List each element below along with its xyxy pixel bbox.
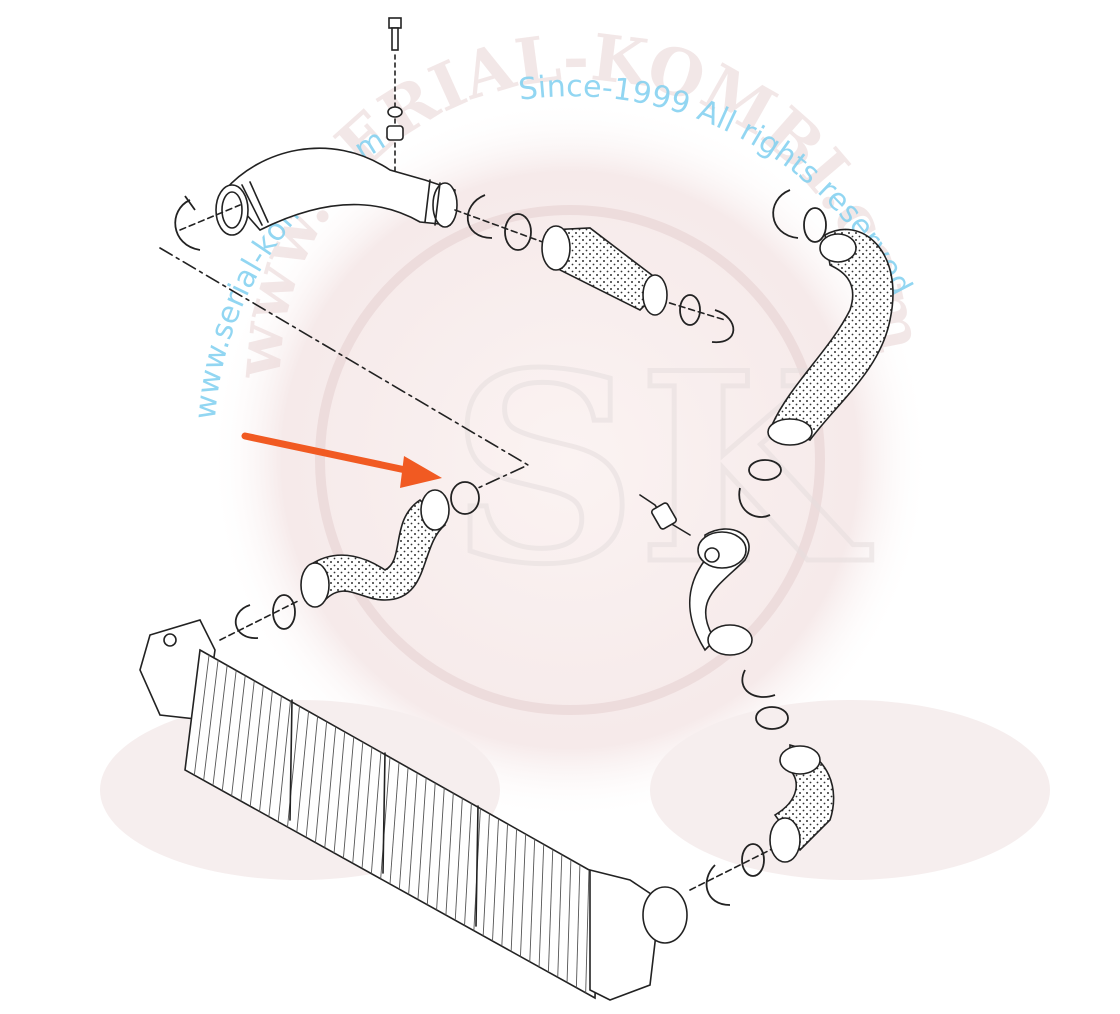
- radiator-fin: [538, 844, 545, 967]
- lower-left-hose: [300, 489, 450, 608]
- bolt-and-washers: [386, 17, 404, 186]
- radiator-fin: [249, 685, 264, 807]
- radiator-fin: [370, 752, 382, 874]
- radiator-fin: [575, 864, 581, 988]
- boost-sensor: [639, 494, 691, 536]
- upper-charge-pipe: [215, 147, 458, 236]
- radiator-fin: [464, 803, 472, 926]
- routing-dashed-line: [159, 247, 529, 489]
- radiator-fin: [333, 731, 346, 853]
- watermark-logo: SK: [450, 317, 873, 622]
- radiator-fin: [380, 757, 391, 879]
- radiator-fin: [436, 788, 445, 910]
- radiator-fin: [352, 742, 364, 864]
- radiator-fin: [510, 828, 518, 952]
- radiator-fin: [268, 695, 282, 817]
- radiator-fin: [259, 690, 273, 812]
- clamps: [174, 189, 827, 906]
- radiator-fin: [426, 782, 436, 905]
- right-lower-pipe: [688, 528, 835, 863]
- radiator-fin: [389, 762, 400, 885]
- radiator-fin: [240, 680, 255, 802]
- radiator-fin: [501, 823, 508, 947]
- radiator-fin: [231, 675, 246, 796]
- radiator-fin: [203, 660, 219, 781]
- radiator-fin: [305, 716, 319, 838]
- radiator-fin: [296, 711, 309, 833]
- radiator-fin: [342, 736, 355, 859]
- radiator-fin: [324, 726, 337, 848]
- radiator-fin: [520, 834, 527, 957]
- right-upper-hose: [767, 228, 894, 446]
- intercooler: [139, 619, 688, 1001]
- radiator-fin: [566, 859, 572, 983]
- radiator-fin: [547, 849, 554, 973]
- radiator-fin: [529, 839, 536, 962]
- radiator-fin: [277, 701, 291, 822]
- radiator-fin: [417, 777, 427, 900]
- radiator-fin: [492, 818, 499, 942]
- radiator-fin: [454, 798, 463, 921]
- radiator-fin: [408, 772, 418, 895]
- radiator-fin: [361, 747, 373, 869]
- radiator-fin: [445, 793, 454, 916]
- radiator-fin: [585, 869, 590, 993]
- radiator-fin: [212, 665, 228, 786]
- radiator-fin: [482, 813, 490, 936]
- radiator-fin: [398, 767, 409, 890]
- highlight-arrow: [241, 432, 442, 488]
- radiator-fin: [315, 721, 328, 843]
- radiator-fin: [193, 655, 210, 776]
- radiator-fin: [557, 854, 563, 978]
- middle-hose: [541, 225, 668, 316]
- radiator-fin: [221, 670, 237, 791]
